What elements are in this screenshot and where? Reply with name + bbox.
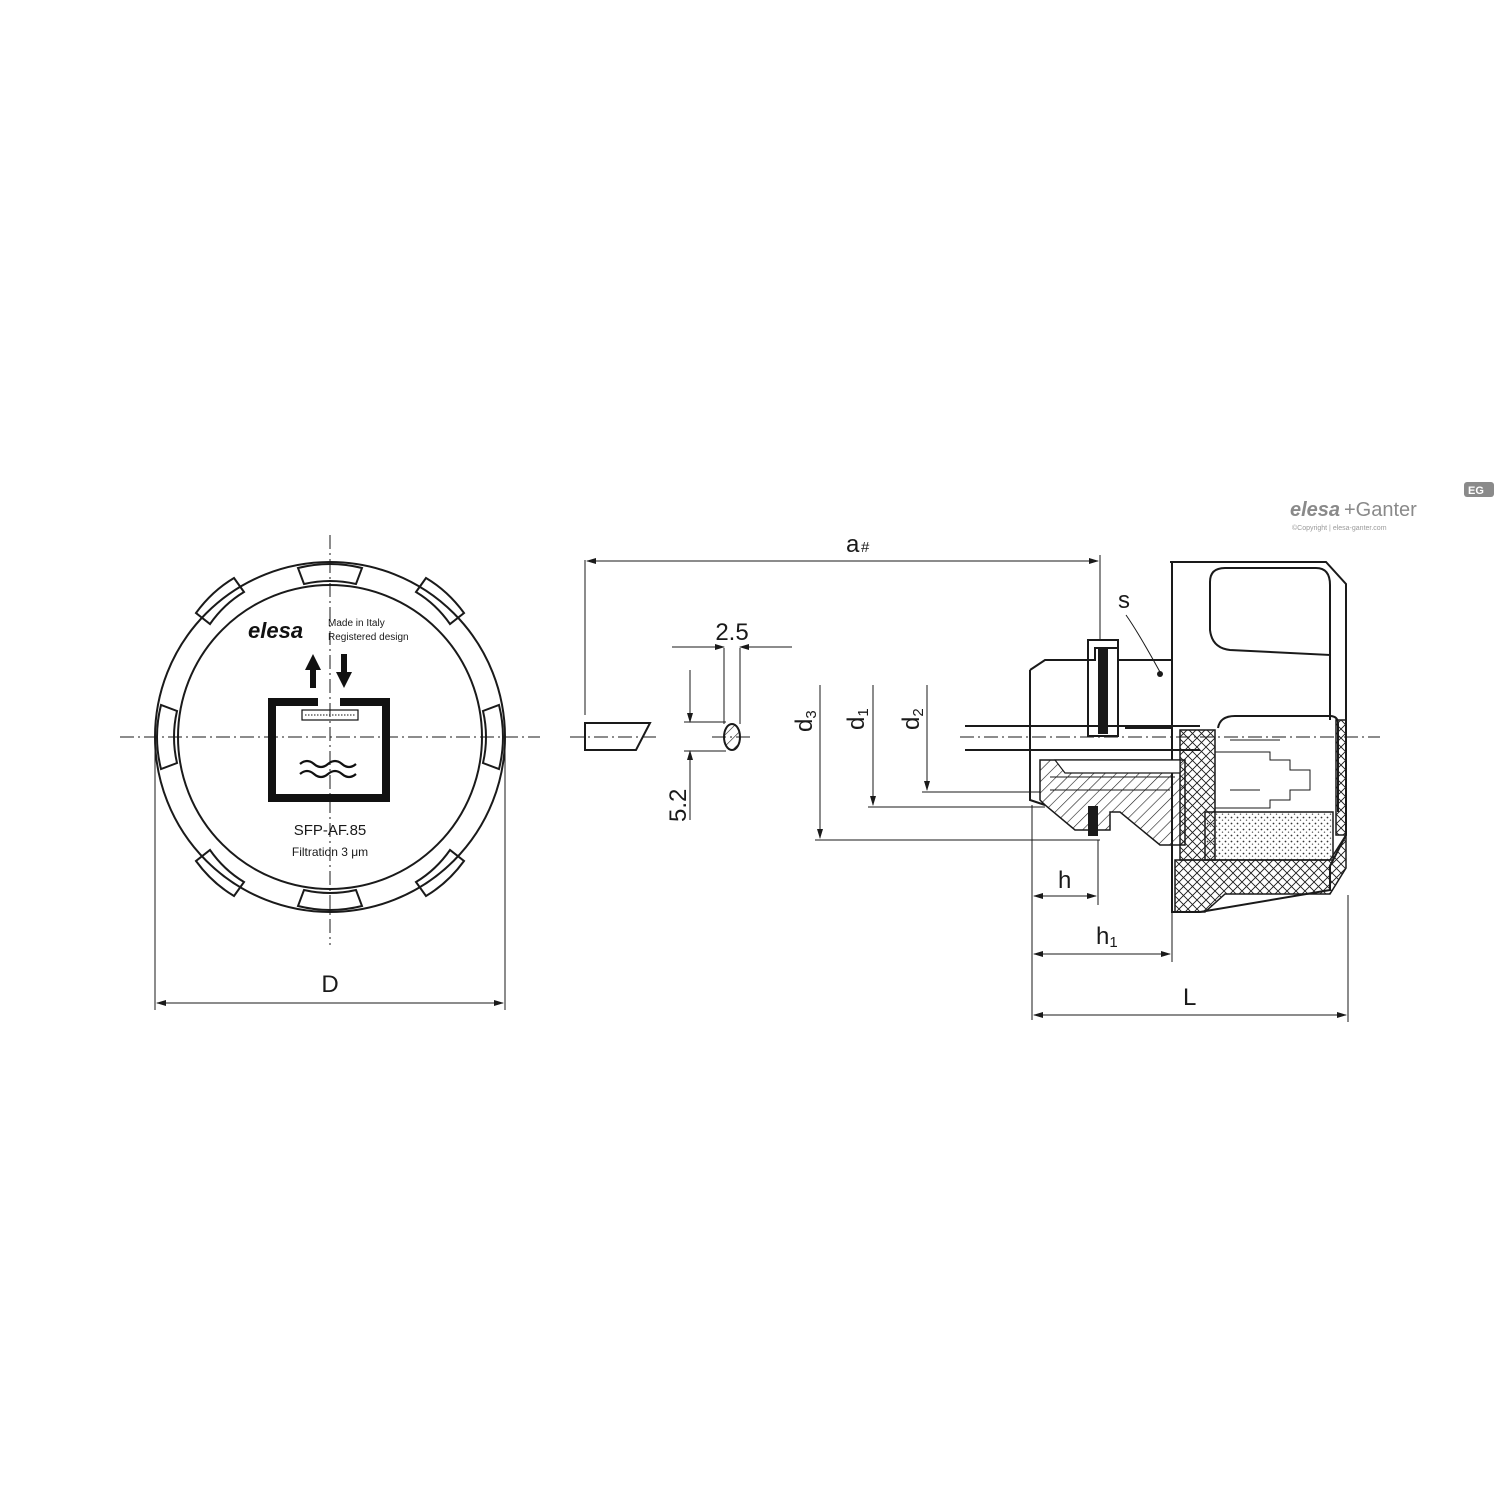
brand-name-bold: elesa xyxy=(1290,499,1340,521)
front-view: elesa Made in Italy Registered design SF… xyxy=(120,535,540,1010)
front-logo: elesa xyxy=(248,618,303,643)
dimension-a-label: a xyxy=(846,531,860,558)
stem-section xyxy=(1039,759,1186,846)
key-profile xyxy=(584,722,652,751)
dimension-L-label: L xyxy=(1183,984,1196,1011)
side-section-view: s a # d3 d1 d2 h h1 L xyxy=(584,531,1380,1022)
filter-tank-icon xyxy=(268,698,390,802)
registered-label: Registered design xyxy=(328,632,409,643)
filter-element xyxy=(1204,811,1334,861)
brand-name-rest: +Ganter xyxy=(1344,499,1417,521)
dimension-d1-label: d1 xyxy=(843,708,872,730)
filtration-label: Filtration 3 μm xyxy=(292,845,368,859)
dimension-d3-label: d3 xyxy=(791,710,820,732)
inner-face xyxy=(177,584,483,890)
dimension-2-5-label: 2.5 xyxy=(715,619,748,646)
eg-badge-icon: EG xyxy=(1464,482,1494,497)
breather-arrows-icon xyxy=(305,654,352,688)
dimension-h1-label: h1 xyxy=(1096,923,1118,951)
dimension-h-label: h xyxy=(1058,867,1071,894)
washer-plate xyxy=(1087,639,1119,737)
groove-profile: 2.5 5.2 xyxy=(570,619,792,822)
brand-logo: elesa +Ganter ©Copyright | elesa-ganter.… xyxy=(1290,482,1494,532)
dimension-D-label: D xyxy=(321,971,338,998)
svg-text:EG: EG xyxy=(1468,485,1484,497)
model-label: SFP-AF.85 xyxy=(294,822,367,839)
grip-notches xyxy=(156,563,504,911)
cap-shell-section xyxy=(1174,832,1347,913)
dimension-5-2-label: 5.2 xyxy=(665,789,692,822)
dimension-s-label: s xyxy=(1118,587,1130,614)
dimension-a-mark: # xyxy=(861,539,870,556)
brand-copyright: ©Copyright | elesa-ganter.com xyxy=(1292,524,1387,532)
cap-grip-top xyxy=(1209,567,1331,657)
made-in-label: Made in Italy xyxy=(328,618,385,629)
dimension-d2-label: d2 xyxy=(898,708,927,730)
